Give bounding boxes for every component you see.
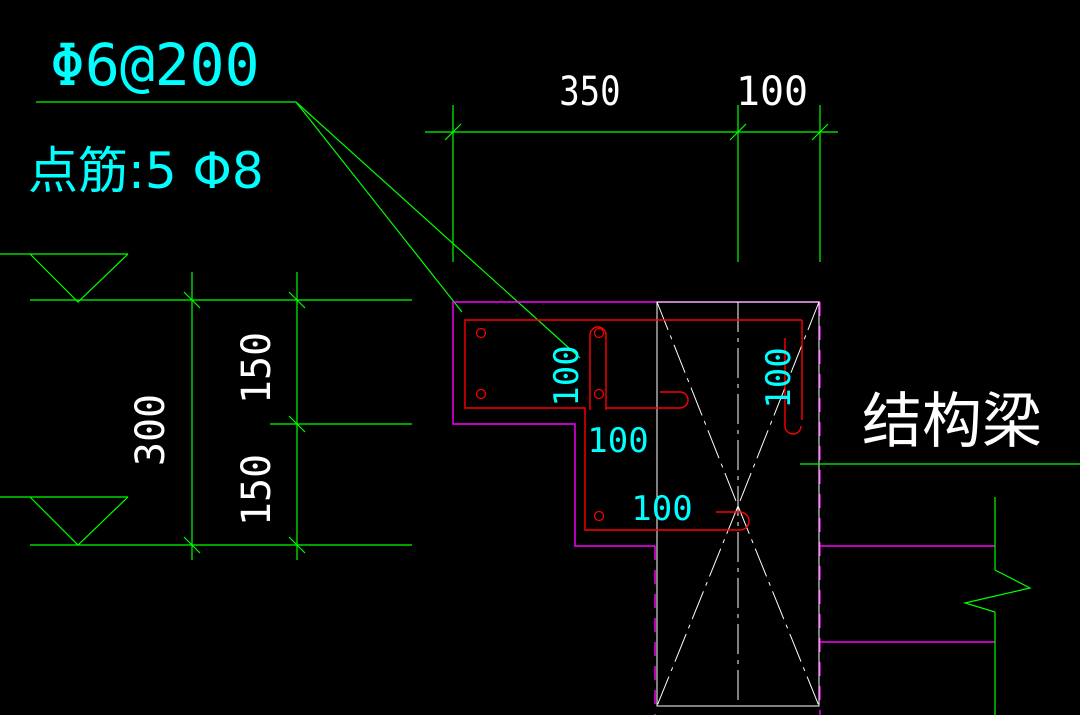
rebar-point-5 [593,510,605,522]
structural-beam-label: 结构梁 [862,387,1042,457]
elevation-marker-lower [0,496,129,546]
rebar-point-2 [475,388,487,400]
dimension-350: 350 [559,68,620,114]
point-bars-label: 点筋:5 Φ8 [28,142,264,200]
elevation-marker-upper [0,253,129,303]
top-dimension-group [425,105,838,262]
left-dimension-group [30,272,412,560]
rebar-point-1 [475,327,487,339]
structural-beam-body [656,301,820,707]
inner-dimension-100-a: 100 [547,345,587,406]
inner-dimension-100-c: 100 [587,421,648,461]
rebar-point-3 [593,327,605,339]
leader-lines [36,101,581,359]
stirrup-label: Φ6@200 [50,31,260,99]
dimension-150-lower: 150 [234,454,280,526]
dimension-100-top: 100 [736,69,808,115]
dimension-150-upper: 150 [234,332,280,404]
inner-dimension-100-d: 100 [631,489,692,529]
section-outline [452,301,995,715]
rebar-point-4 [593,388,605,400]
rebar-cage [464,319,803,531]
dimension-300: 300 [128,394,174,466]
beam-leader [800,463,1080,715]
rebar-points [475,327,605,522]
inner-dimension-100-b: 100 [759,347,799,408]
